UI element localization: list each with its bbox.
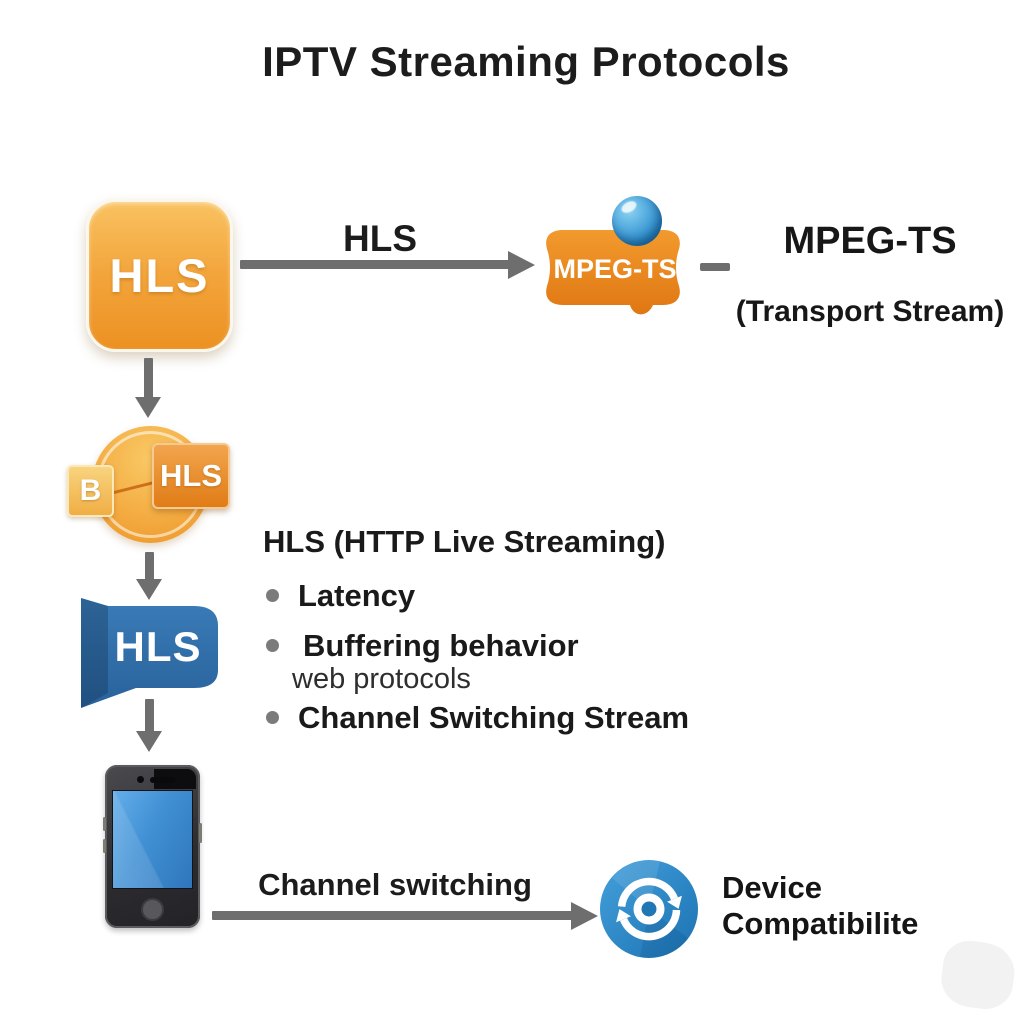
bullet-label: Buffering behavior xyxy=(303,628,579,663)
watermark-blob xyxy=(937,937,1019,1013)
mpegts-badge-label: MPEG-TS xyxy=(553,254,676,284)
chip-b-icon: B xyxy=(67,465,114,517)
channel-arrow-shaft xyxy=(212,911,572,920)
hls-arrow-shaft xyxy=(240,260,510,269)
blue-sphere-icon xyxy=(612,196,662,246)
bullet-note: web protocols xyxy=(292,663,471,695)
bullet-label: Channel Switching Stream xyxy=(298,700,690,735)
channel-arrow-head-icon xyxy=(571,902,598,930)
bullet-dot-icon xyxy=(266,639,279,652)
hls-arrow-label: HLS xyxy=(343,218,417,259)
chip-hls-icon: HLS xyxy=(152,443,230,509)
device-compat-line1: Device xyxy=(722,870,822,905)
hls-banner-icon: HLS xyxy=(81,598,218,708)
mpegts-title: MPEG-TS xyxy=(783,220,957,262)
device-compatibility-icon xyxy=(600,859,698,958)
details-heading: HLS (HTTP Live Streaming) xyxy=(263,524,666,559)
channel-arrow-label: Channel switching xyxy=(258,867,532,902)
phone-side-button xyxy=(103,817,106,831)
phone-side-button xyxy=(199,823,202,843)
down-arrow-1-head-icon xyxy=(135,397,161,418)
chip-hls-label: HLS xyxy=(160,458,222,493)
down-arrow-3-head-icon xyxy=(136,731,162,752)
bullet-dot-icon xyxy=(266,711,279,724)
hls-source-label: HLS xyxy=(109,249,210,302)
sync-arrows-icon xyxy=(616,877,682,941)
page-title: IPTV Streaming Protocols xyxy=(262,38,790,85)
bullet-label: Latency xyxy=(298,578,416,613)
hls-banner-label: HLS xyxy=(115,623,202,670)
phone-side-button xyxy=(103,839,106,853)
hls-arrow-head-icon xyxy=(508,251,535,279)
mpegts-badge-icon: MPEG-TS xyxy=(546,230,680,315)
mpegts-subtitle: (Transport Stream) xyxy=(735,295,1005,328)
dash-connector xyxy=(700,263,730,271)
phone-home-button-icon xyxy=(141,898,164,921)
down-arrow-3-shaft xyxy=(145,699,154,732)
phone-camera-icon xyxy=(137,776,144,783)
down-arrow-2-head-icon xyxy=(136,579,162,600)
mpegts-text-block: MPEG-TS (Transport Stream) xyxy=(718,220,1022,329)
down-arrow-1-shaft xyxy=(144,358,153,398)
device-compat-line2: Compatibilite xyxy=(722,906,919,941)
phone-speaker-icon xyxy=(150,777,176,783)
down-arrow-2-shaft xyxy=(145,552,154,580)
chip-b-label: B xyxy=(79,474,102,507)
smartphone-icon xyxy=(103,765,202,928)
hls-source-box-icon: HLS xyxy=(86,199,233,352)
device-compat-text-block: Device Compatibilite xyxy=(722,870,918,942)
phone-screen xyxy=(112,790,193,889)
bullet-dot-icon xyxy=(266,589,279,602)
